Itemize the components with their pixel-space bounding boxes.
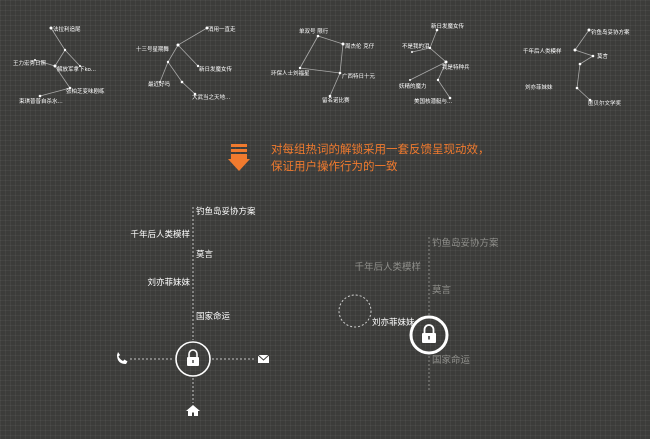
lock-icon: [422, 324, 436, 343]
left-word[interactable]: 钓鱼岛妥协方案: [196, 206, 256, 217]
caption-line-1: 对每组热词的解锁采用一套反馈呈现动效，: [271, 142, 490, 156]
constellation-word[interactable]: 钓鱼岛妥协方案: [591, 28, 630, 36]
constellation-word[interactable]: 大武当之天地...: [192, 93, 230, 101]
constellation-1[interactable]: 法拉利追尾 王力宏秀日照 解放军拿下ko... 张柏芝变味剧练 束琪普普自杀水.…: [13, 25, 105, 105]
constellation-word[interactable]: 莫言: [597, 52, 609, 60]
constellation-word[interactable]: 我是特种兵: [442, 63, 470, 71]
right-word[interactable]: 钓鱼岛妥协方案: [432, 237, 499, 249]
constellation-word[interactable]: 法拉利追尾: [53, 25, 81, 33]
constellation-word[interactable]: 新日发魔女传: [431, 22, 465, 30]
right-word[interactable]: 刘亦菲妹妹: [372, 317, 415, 328]
left-word[interactable]: 刘亦菲妹妹: [147, 277, 190, 288]
constellation-word[interactable]: 十三号星期舞: [136, 45, 170, 53]
left-word[interactable]: 千年后人类模样: [130, 229, 190, 240]
explanation-caption: 对每组热词的解锁采用一套反馈呈现动效， 保证用户操作行为的一致: [271, 141, 490, 175]
constellation-word[interactable]: 广西特日十元: [342, 72, 376, 80]
phone-icon[interactable]: [117, 352, 128, 364]
constellation-word[interactable]: 不是我的泪: [402, 42, 430, 50]
constellation-word[interactable]: 单双号 限行: [299, 27, 329, 35]
target-ring: [338, 294, 372, 328]
right-word[interactable]: 千年后人类模样: [354, 261, 421, 273]
caption-line-2: 保证用户操作行为的一致: [271, 159, 398, 173]
constellation-word[interactable]: 解放军拿下ko...: [57, 65, 96, 73]
constellation-word[interactable]: 千年后人类模样: [523, 47, 562, 55]
lock-button[interactable]: [409, 315, 449, 355]
constellation-5[interactable]: 钓鱼岛妥协方案 千年后人类模样 莫言 刘亦菲妹妹 匿贝尔文学奖: [523, 28, 630, 107]
constellation-4[interactable]: 新日发魔女传 不是我的泪 我是特种兵 妖精的魔力 美国核潜艇与...: [399, 22, 470, 105]
arrow-down-icon: [228, 144, 250, 174]
mail-icon[interactable]: [257, 354, 270, 363]
constellation-word[interactable]: 妖精的魔力: [399, 82, 427, 90]
constellation-word[interactable]: 消用一直走: [208, 25, 236, 33]
constellation-word[interactable]: 新日发魔女传: [199, 65, 233, 73]
constellation-word[interactable]: 张柏芝变味剧练: [66, 87, 105, 95]
right-word[interactable]: 国家命运: [432, 354, 471, 366]
right-word[interactable]: 莫言: [432, 284, 452, 296]
constellation-word[interactable]: 周杰伦 克仔: [345, 42, 375, 50]
left-word[interactable]: 国家命运: [196, 311, 231, 322]
constellation-word[interactable]: 环保人士刘福星: [271, 69, 310, 77]
constellation-word[interactable]: 王力宏秀日照: [13, 59, 47, 67]
constellation-word[interactable]: 最近好吗: [148, 80, 171, 88]
lock-button[interactable]: [175, 341, 211, 377]
constellation-word[interactable]: 刘亦菲妹妹: [525, 83, 553, 91]
constellation-3[interactable]: 单双号 限行 周杰伦 克仔 环保人士刘福星 广西特日十元 留名诺比赛: [271, 27, 376, 104]
constellation-word[interactable]: 束琪普普自杀水...: [19, 97, 63, 105]
left-word[interactable]: 莫言: [196, 249, 214, 260]
home-icon[interactable]: [186, 405, 200, 416]
constellation-word[interactable]: 留名诺比赛: [322, 96, 350, 104]
constellation-word[interactable]: 匿贝尔文学奖: [588, 99, 622, 107]
constellation-2[interactable]: 消用一直走 十三号星期舞 新日发魔女传 最近好吗 大武当之天地...: [136, 25, 236, 101]
right-panel: 钓鱼岛妥协方案 千年后人类模样 莫言 刘亦菲妹妹 国家命运: [338, 237, 499, 390]
lock-icon: [187, 349, 199, 366]
constellation-word[interactable]: 美国核潜艇与...: [414, 97, 452, 105]
left-panel: 钓鱼岛妥协方案 千年后人类模样 莫言 刘亦菲妹妹 国家命运: [117, 206, 270, 416]
